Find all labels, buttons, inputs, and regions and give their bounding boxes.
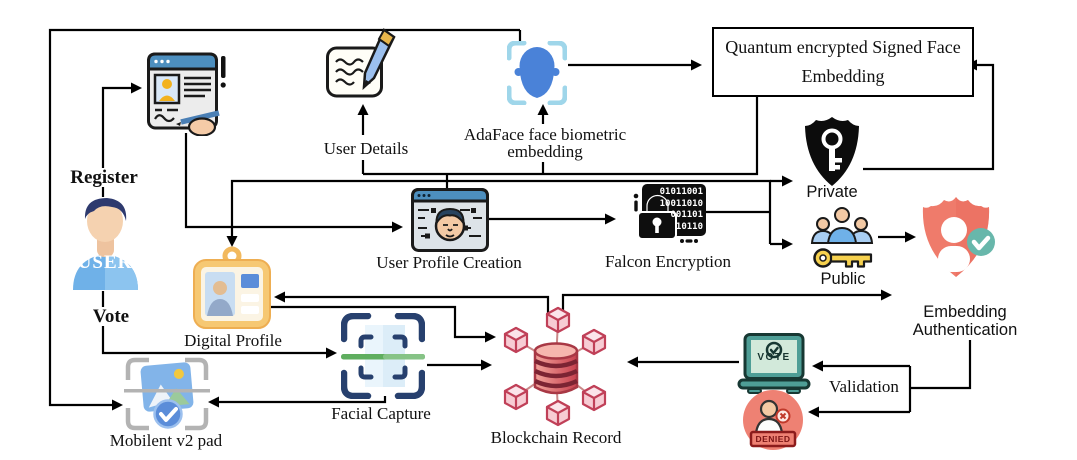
falcon-binary-text: 01011001 10011010 001101 10110	[659, 187, 703, 232]
laptop-vote-text: VOTE	[757, 352, 791, 363]
user-details-label: User Details	[320, 139, 412, 158]
blockchain-record-icon	[503, 306, 607, 427]
registration-form-icon	[147, 52, 226, 136]
validation-label: Validation	[826, 377, 902, 396]
falcon-encryption-icon	[633, 184, 706, 243]
mobilent-label: Mobilent v2 pad	[109, 431, 223, 450]
private-label: Private	[806, 183, 858, 201]
mobilent-pad-icon	[124, 357, 210, 431]
adaface-label: AdaFace face biometric embedding	[444, 126, 646, 160]
public-key-group-icon	[810, 207, 874, 268]
public-label: Public	[820, 270, 866, 288]
avatar-user-text: USER	[77, 252, 133, 273]
embedding-auth-label: Embedding Authentication	[912, 303, 1018, 339]
user-profile-creation-label: User Profile Creation	[376, 253, 522, 272]
quantum-embedding-box: Quantum encrypted Signed Face Embedding	[712, 27, 974, 97]
user-avatar-icon	[73, 198, 138, 290]
denied-stamp-text: DENIED	[755, 434, 791, 444]
digital-profile-label: Digital Profile	[184, 331, 282, 350]
arrowheads	[112, 59, 977, 418]
denied-icon	[743, 390, 803, 450]
private-key-shield-icon	[805, 117, 859, 186]
adaface-biometric-icon	[507, 41, 567, 105]
register-label: Register	[67, 168, 141, 187]
vote-laptop-icon	[737, 333, 811, 394]
vote-label: Vote	[89, 307, 133, 326]
blockchain-record-label: Blockchain Record	[490, 428, 622, 447]
user-details-note-icon	[326, 28, 396, 98]
user-profile-creation-icon	[411, 188, 489, 252]
digital-profile-icon	[193, 246, 271, 329]
embedding-auth-shield-icon	[922, 197, 995, 277]
facial-capture-icon	[341, 313, 425, 399]
falcon-encryption-label: Falcon Encryption	[604, 252, 732, 271]
facial-capture-label: Facial Capture	[331, 404, 431, 423]
